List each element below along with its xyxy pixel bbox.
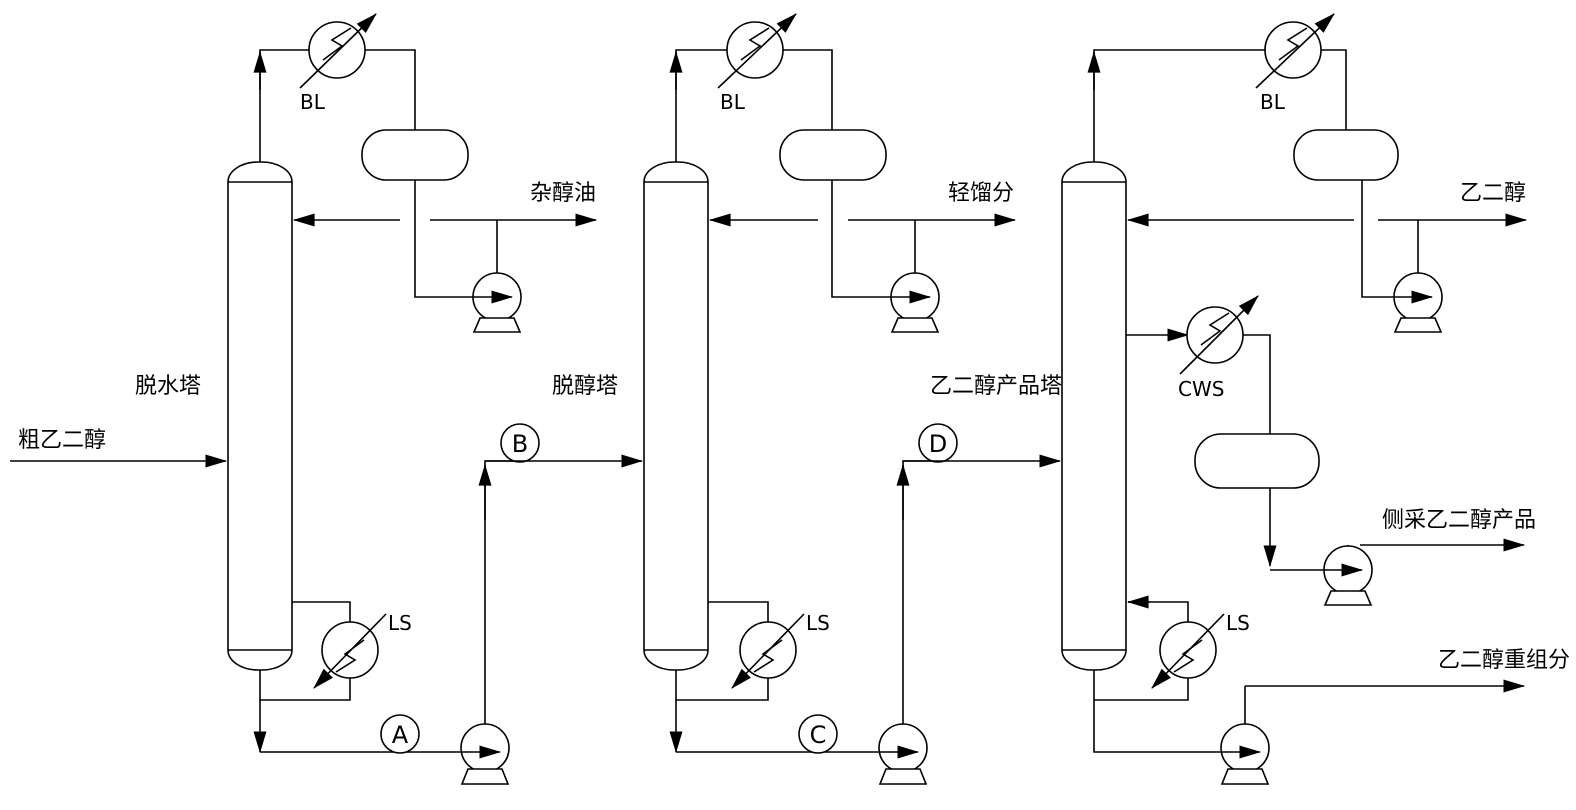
- side-draw-product-label: 侧采乙二醇产品: [1382, 508, 1536, 533]
- bottoms-pump-2: [878, 723, 928, 785]
- reflux-pump-1: [472, 272, 522, 333]
- transfer-line-ab: [484, 460, 515, 724]
- bottoms-pump-3: [1220, 723, 1270, 785]
- svg-text:A: A: [392, 721, 409, 749]
- bottoms-pump-1: [460, 723, 510, 785]
- condenser-outlet-3: [1321, 49, 1347, 130]
- light-fraction-label: 轻馏分: [948, 181, 1014, 206]
- dehydration-column-section: BL 杂醇油 脱水塔 粗乙二醇 LS: [10, 13, 644, 785]
- side-draw-drum: [1194, 433, 1320, 489]
- product-column: [1061, 161, 1127, 671]
- condenser-outlet-2: [783, 49, 833, 130]
- dehydration-column: [227, 161, 293, 671]
- bl-label-2: BL: [720, 90, 746, 114]
- reboiler-inlet-3: [1093, 670, 1189, 701]
- alcohol-removal-column: [643, 161, 709, 671]
- bl-label-3: BL: [1260, 90, 1286, 114]
- connector-d: D: [918, 423, 958, 463]
- overhead-line-2: [675, 49, 728, 162]
- alcohol-removal-column-section: BL 轻馏分 脱醇塔 LS C: [552, 13, 1062, 785]
- reflux-drum-3: [1293, 129, 1399, 181]
- ls-label-3: LS: [1226, 611, 1250, 635]
- reflux-pump-3: [1393, 272, 1443, 333]
- connector-a: A: [380, 714, 420, 754]
- heavy-fraction-label: 乙二醇重组分: [1438, 648, 1570, 673]
- svg-text:D: D: [929, 430, 947, 458]
- crude-feed-label: 粗乙二醇: [18, 428, 106, 453]
- drum-outlet-3: [1361, 180, 1394, 298]
- reboiler-return-1: [259, 670, 351, 701]
- transfer-line-cd: [902, 460, 933, 724]
- condenser-2: [717, 13, 797, 89]
- overhead-line-1: [259, 49, 310, 162]
- connector-b: B: [500, 423, 540, 463]
- bl-label-1: BL: [300, 90, 326, 114]
- reboiler-inlet-2: [708, 601, 769, 628]
- reboiler-return-2: [675, 670, 769, 701]
- ls-label-2: LS: [806, 611, 830, 635]
- reboiler-inlet-1: [292, 601, 351, 628]
- side-draw-pump: [1323, 545, 1373, 606]
- condenser-outlet-1: [365, 49, 416, 130]
- reflux-drum-2: [779, 129, 887, 181]
- product-column-section: BL 乙二醇 乙二醇产品塔 CWS 侧采: [930, 13, 1570, 785]
- reflux-pump-2: [890, 272, 940, 333]
- dehydration-column-label: 脱水塔: [135, 374, 201, 399]
- cooler-outlet: [1243, 334, 1271, 434]
- product-column-label: 乙二醇产品塔: [930, 374, 1062, 399]
- overhead-line-3: [1093, 49, 1266, 162]
- alcohol-removal-column-label: 脱醇塔: [552, 374, 618, 399]
- drum-outlet-1: [414, 180, 472, 298]
- ls-label-1: LS: [388, 611, 412, 635]
- glycol-product-label: 乙二醇: [1460, 181, 1526, 206]
- condenser-1: [299, 13, 377, 89]
- svg-text:C: C: [810, 721, 827, 749]
- svg-text:B: B: [512, 430, 528, 458]
- reboiler-2: [731, 613, 805, 689]
- drum-outlet-2: [831, 180, 890, 298]
- reflux-drum-1: [361, 129, 469, 181]
- fusel-oil-label: 杂醇油: [530, 181, 596, 206]
- condenser-3: [1255, 13, 1335, 89]
- reboiler-1: [313, 613, 387, 689]
- bottoms-line-3: [1093, 700, 1220, 753]
- connector-c: C: [798, 714, 838, 754]
- reboiler-3: [1151, 613, 1225, 689]
- cws-label: CWS: [1178, 377, 1224, 401]
